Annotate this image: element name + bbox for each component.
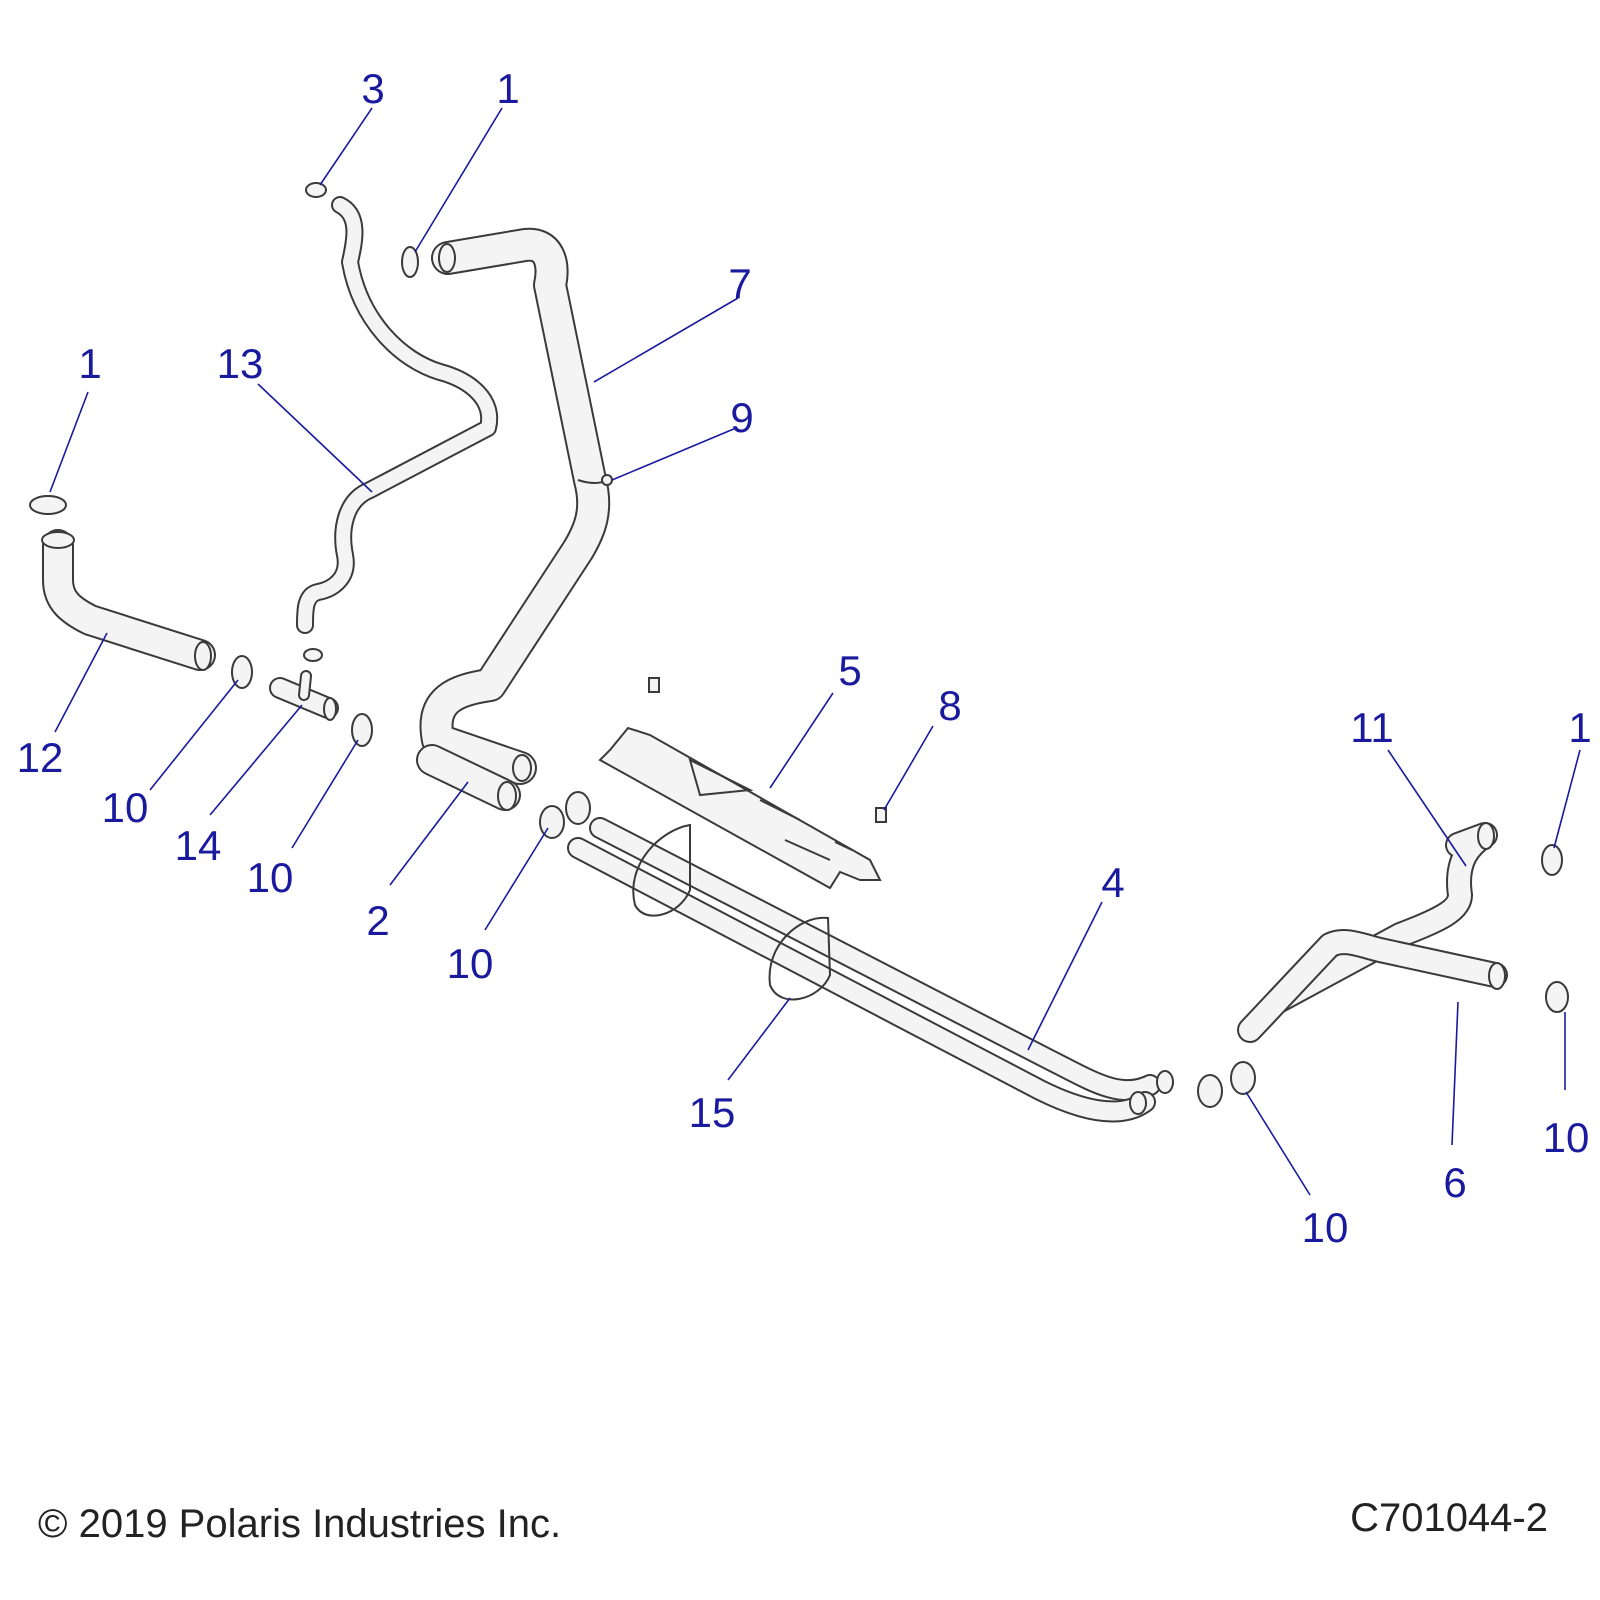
clamp-10-tee-top [303,648,323,662]
leader-lines [49,107,1581,1196]
clamp-3 [305,182,327,198]
clamp-1-left [29,495,67,515]
hose-6 [1237,929,1508,1043]
callout-4: 4 [1101,859,1124,906]
tee-fitting-14 [269,670,339,721]
callout-10-a: 10 [102,784,149,831]
callout-12: 12 [17,734,64,781]
callout-1-top: 1 [496,65,519,112]
hose-13 [296,196,499,634]
callout-10-c: 10 [447,940,494,987]
callout-2: 2 [366,897,389,944]
callout-11: 11 [1350,704,1394,751]
callout-8: 8 [938,682,961,729]
pipe-4 [567,817,1174,1123]
callout-10-d: 10 [1543,1114,1590,1161]
clamp-1-top [401,246,419,278]
callout-14: 14 [175,822,222,869]
callout-1-right: 1 [1568,704,1591,751]
callout-10-e: 10 [1302,1204,1349,1251]
bolt-8 [875,807,887,823]
heat-shield-5 [598,726,882,890]
drawing-number: C701044-2 [1350,1496,1548,1540]
hose-7 [419,227,611,785]
hose-12 [41,529,216,671]
clamp-10-e [1545,981,1569,1013]
callout-10-b: 10 [247,854,294,901]
callout-6: 6 [1443,1159,1466,1206]
clamp-10-d [1197,1061,1256,1108]
callout-7: 7 [728,260,751,307]
clamp-10-c [539,791,591,839]
hose-11 [1267,822,1498,1013]
bolt-5 [648,677,660,693]
hose-2 [416,744,521,811]
callout-15: 15 [689,1089,736,1136]
wire-tie-15 [632,823,832,1001]
callout-13: 13 [217,340,264,387]
callout-1-left: 1 [78,340,101,387]
clamp-1-right [1541,844,1563,876]
callout-5: 5 [838,647,861,694]
callout-9: 9 [730,394,753,441]
callout-3: 3 [361,65,384,112]
clamp-10-b [351,713,373,747]
copyright-notice: © 2019 Polaris Industries Inc. [38,1502,562,1546]
